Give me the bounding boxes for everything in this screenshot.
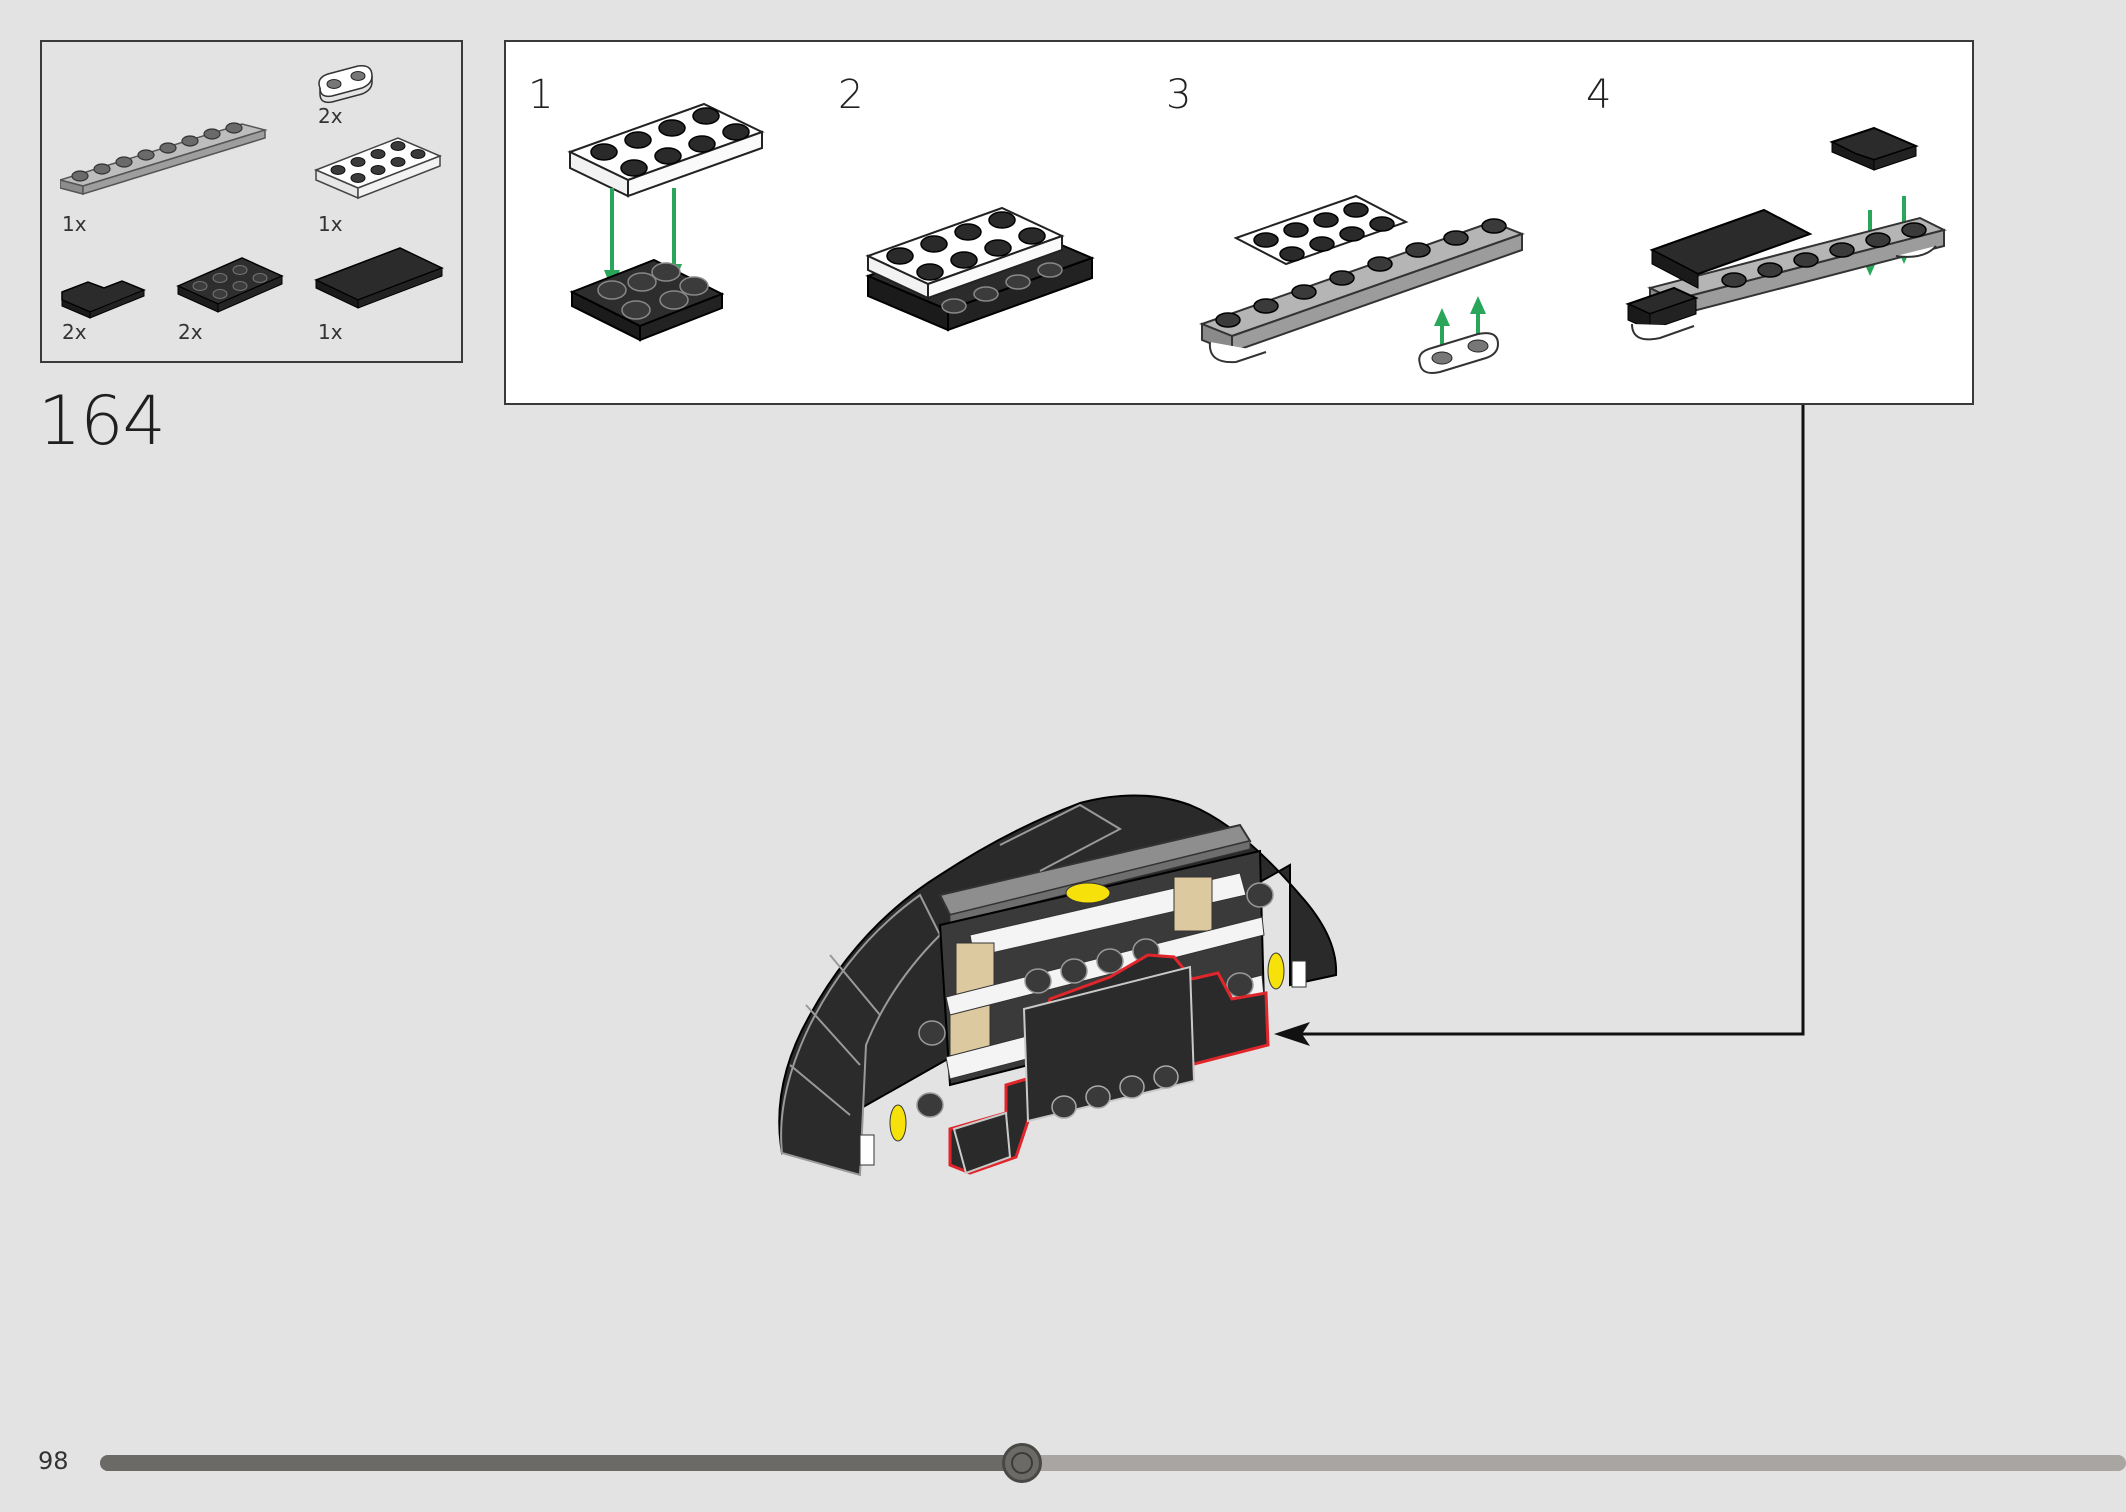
progress-knob[interactable] [1002,1443,1042,1483]
sub-step-label: 2 [838,72,864,118]
part-qty: 1x [318,212,343,236]
sub-step-label: 4 [1586,72,1612,118]
parts-list-panel: 1x 2x 1x 2x 2x [40,40,463,363]
part-qty: 1x [318,320,343,344]
white-plate-2x4-icon [314,137,442,200]
black-tile-2x4-icon [314,247,444,309]
part-qty: 2x [62,320,87,344]
progress-fill [100,1455,1022,1471]
sub-step-4-illustration [1625,126,1947,341]
sub-step-3-illustration [1199,194,1525,374]
part-qty: 1x [62,212,87,236]
sub-step-label: 3 [1166,72,1192,118]
sub-assembly-panel: 1 2 3 4 [504,40,1974,405]
progress-bar[interactable] [100,1443,2126,1483]
sub-step-1-illustration [567,102,765,342]
page-number: 98 [38,1447,69,1475]
main-model-illustration [778,794,1338,1177]
black-plate-2x3-icon [176,257,284,313]
sub-step-label: 1 [528,72,554,118]
step-number: 164 [38,382,166,461]
part-qty: 2x [178,320,203,344]
white-plate-1x2-round-icon [318,64,373,104]
sub-step-2-illustration [865,206,1095,332]
part-qty: 2x [318,104,343,128]
light-gray-plate-1x8-icon [60,122,268,196]
black-plate-corner-icon [61,280,146,319]
